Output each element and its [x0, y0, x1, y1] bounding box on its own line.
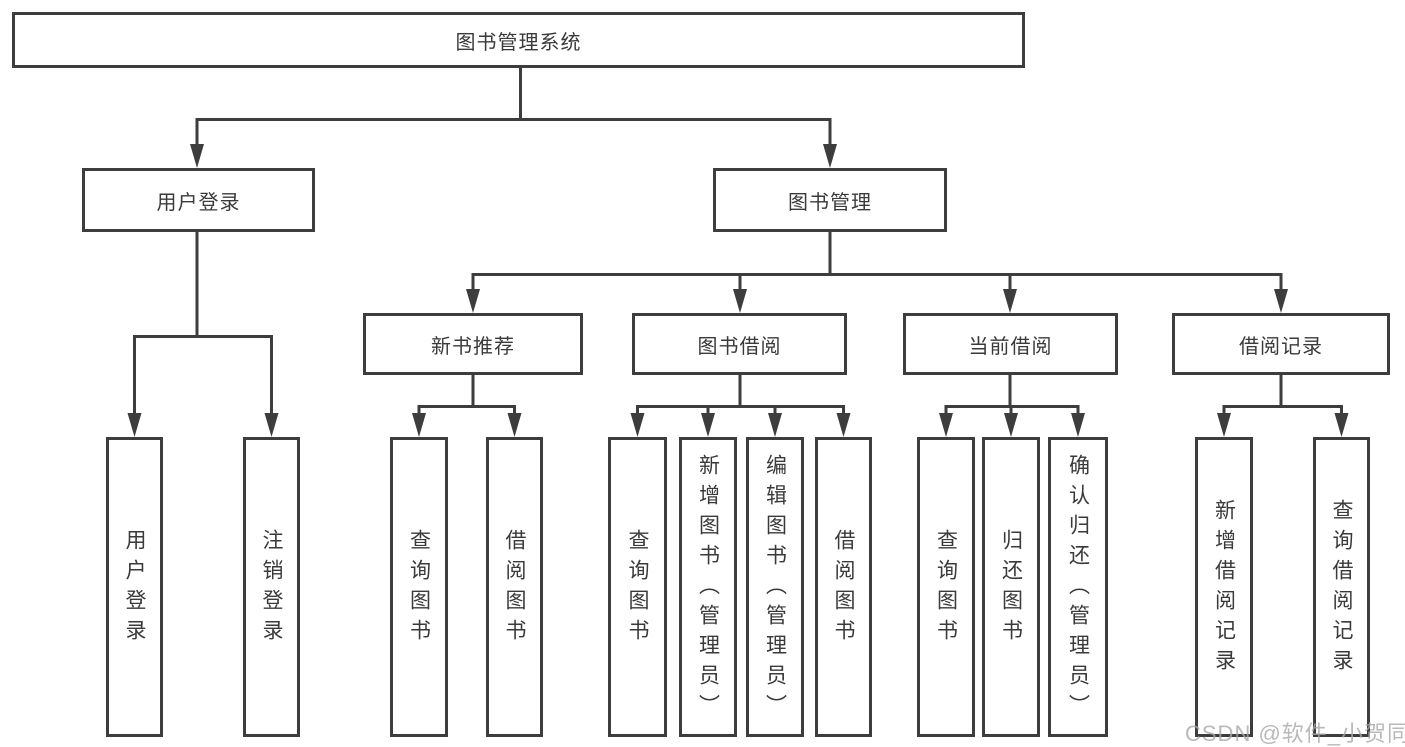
leaf-user-login: 用户登录 [106, 437, 163, 737]
leaf-records-query-borrow-record: 查询借阅记录 [1313, 437, 1370, 737]
leaf-current-return-books: 归还图书 [982, 437, 1040, 737]
arrow-down-icon [507, 413, 522, 437]
node-new-book-recommend: 新书推荐 [363, 313, 583, 375]
leaf-borrow-query-books: 查询图书 [608, 437, 667, 737]
arrow-down-icon [1274, 289, 1288, 313]
arrow-down-icon [466, 289, 480, 313]
leaf-borrow-borrow-books: 借阅图书 [815, 437, 872, 737]
connector-arrows [127, 144, 1349, 437]
arrow-down-icon [190, 144, 204, 168]
leaf-borrow-edit-books-admin: 编辑图书（管理员） [746, 437, 804, 737]
arrow-down-icon [1217, 413, 1231, 437]
leaf-records-add-borrow-record: 新增借阅记录 [1195, 437, 1253, 737]
arrow-down-icon [127, 413, 142, 437]
arrow-down-icon [768, 413, 782, 437]
node-book-borrow: 图书借阅 [632, 313, 847, 375]
arrow-down-icon [264, 413, 279, 437]
node-user-login: 用户登录 [82, 168, 315, 232]
leaf-current-confirm-return-admin: 确认归还（管理员） [1048, 437, 1108, 737]
arrow-down-icon [1071, 413, 1085, 437]
arrow-down-icon [630, 413, 645, 437]
leaf-borrow-add-books-admin: 新增图书（管理员） [679, 437, 737, 737]
arrow-down-icon [939, 413, 953, 437]
node-library-system: 图书管理系统 [12, 12, 1025, 68]
node-borrow-records: 借阅记录 [1172, 313, 1390, 375]
leaf-recommend-query-books: 查询图书 [390, 437, 448, 737]
arrow-down-icon [701, 413, 715, 437]
leaf-logout-login: 注销登录 [243, 437, 300, 737]
node-current-borrow: 当前借阅 [903, 313, 1118, 375]
arrow-down-icon [836, 413, 851, 437]
arrow-down-icon [823, 144, 837, 168]
arrow-down-icon [733, 289, 747, 313]
arrow-down-icon [1004, 413, 1018, 437]
arrow-down-icon [1334, 413, 1349, 437]
arrow-down-icon [1003, 289, 1017, 313]
leaf-recommend-borrow-books: 借阅图书 [486, 437, 543, 737]
arrow-down-icon [412, 413, 426, 437]
leaf-current-query-books: 查询图书 [917, 437, 975, 737]
watermark: CSDN @软件_小贺同学 [1185, 721, 1405, 746]
node-book-management: 图书管理 [713, 168, 947, 232]
